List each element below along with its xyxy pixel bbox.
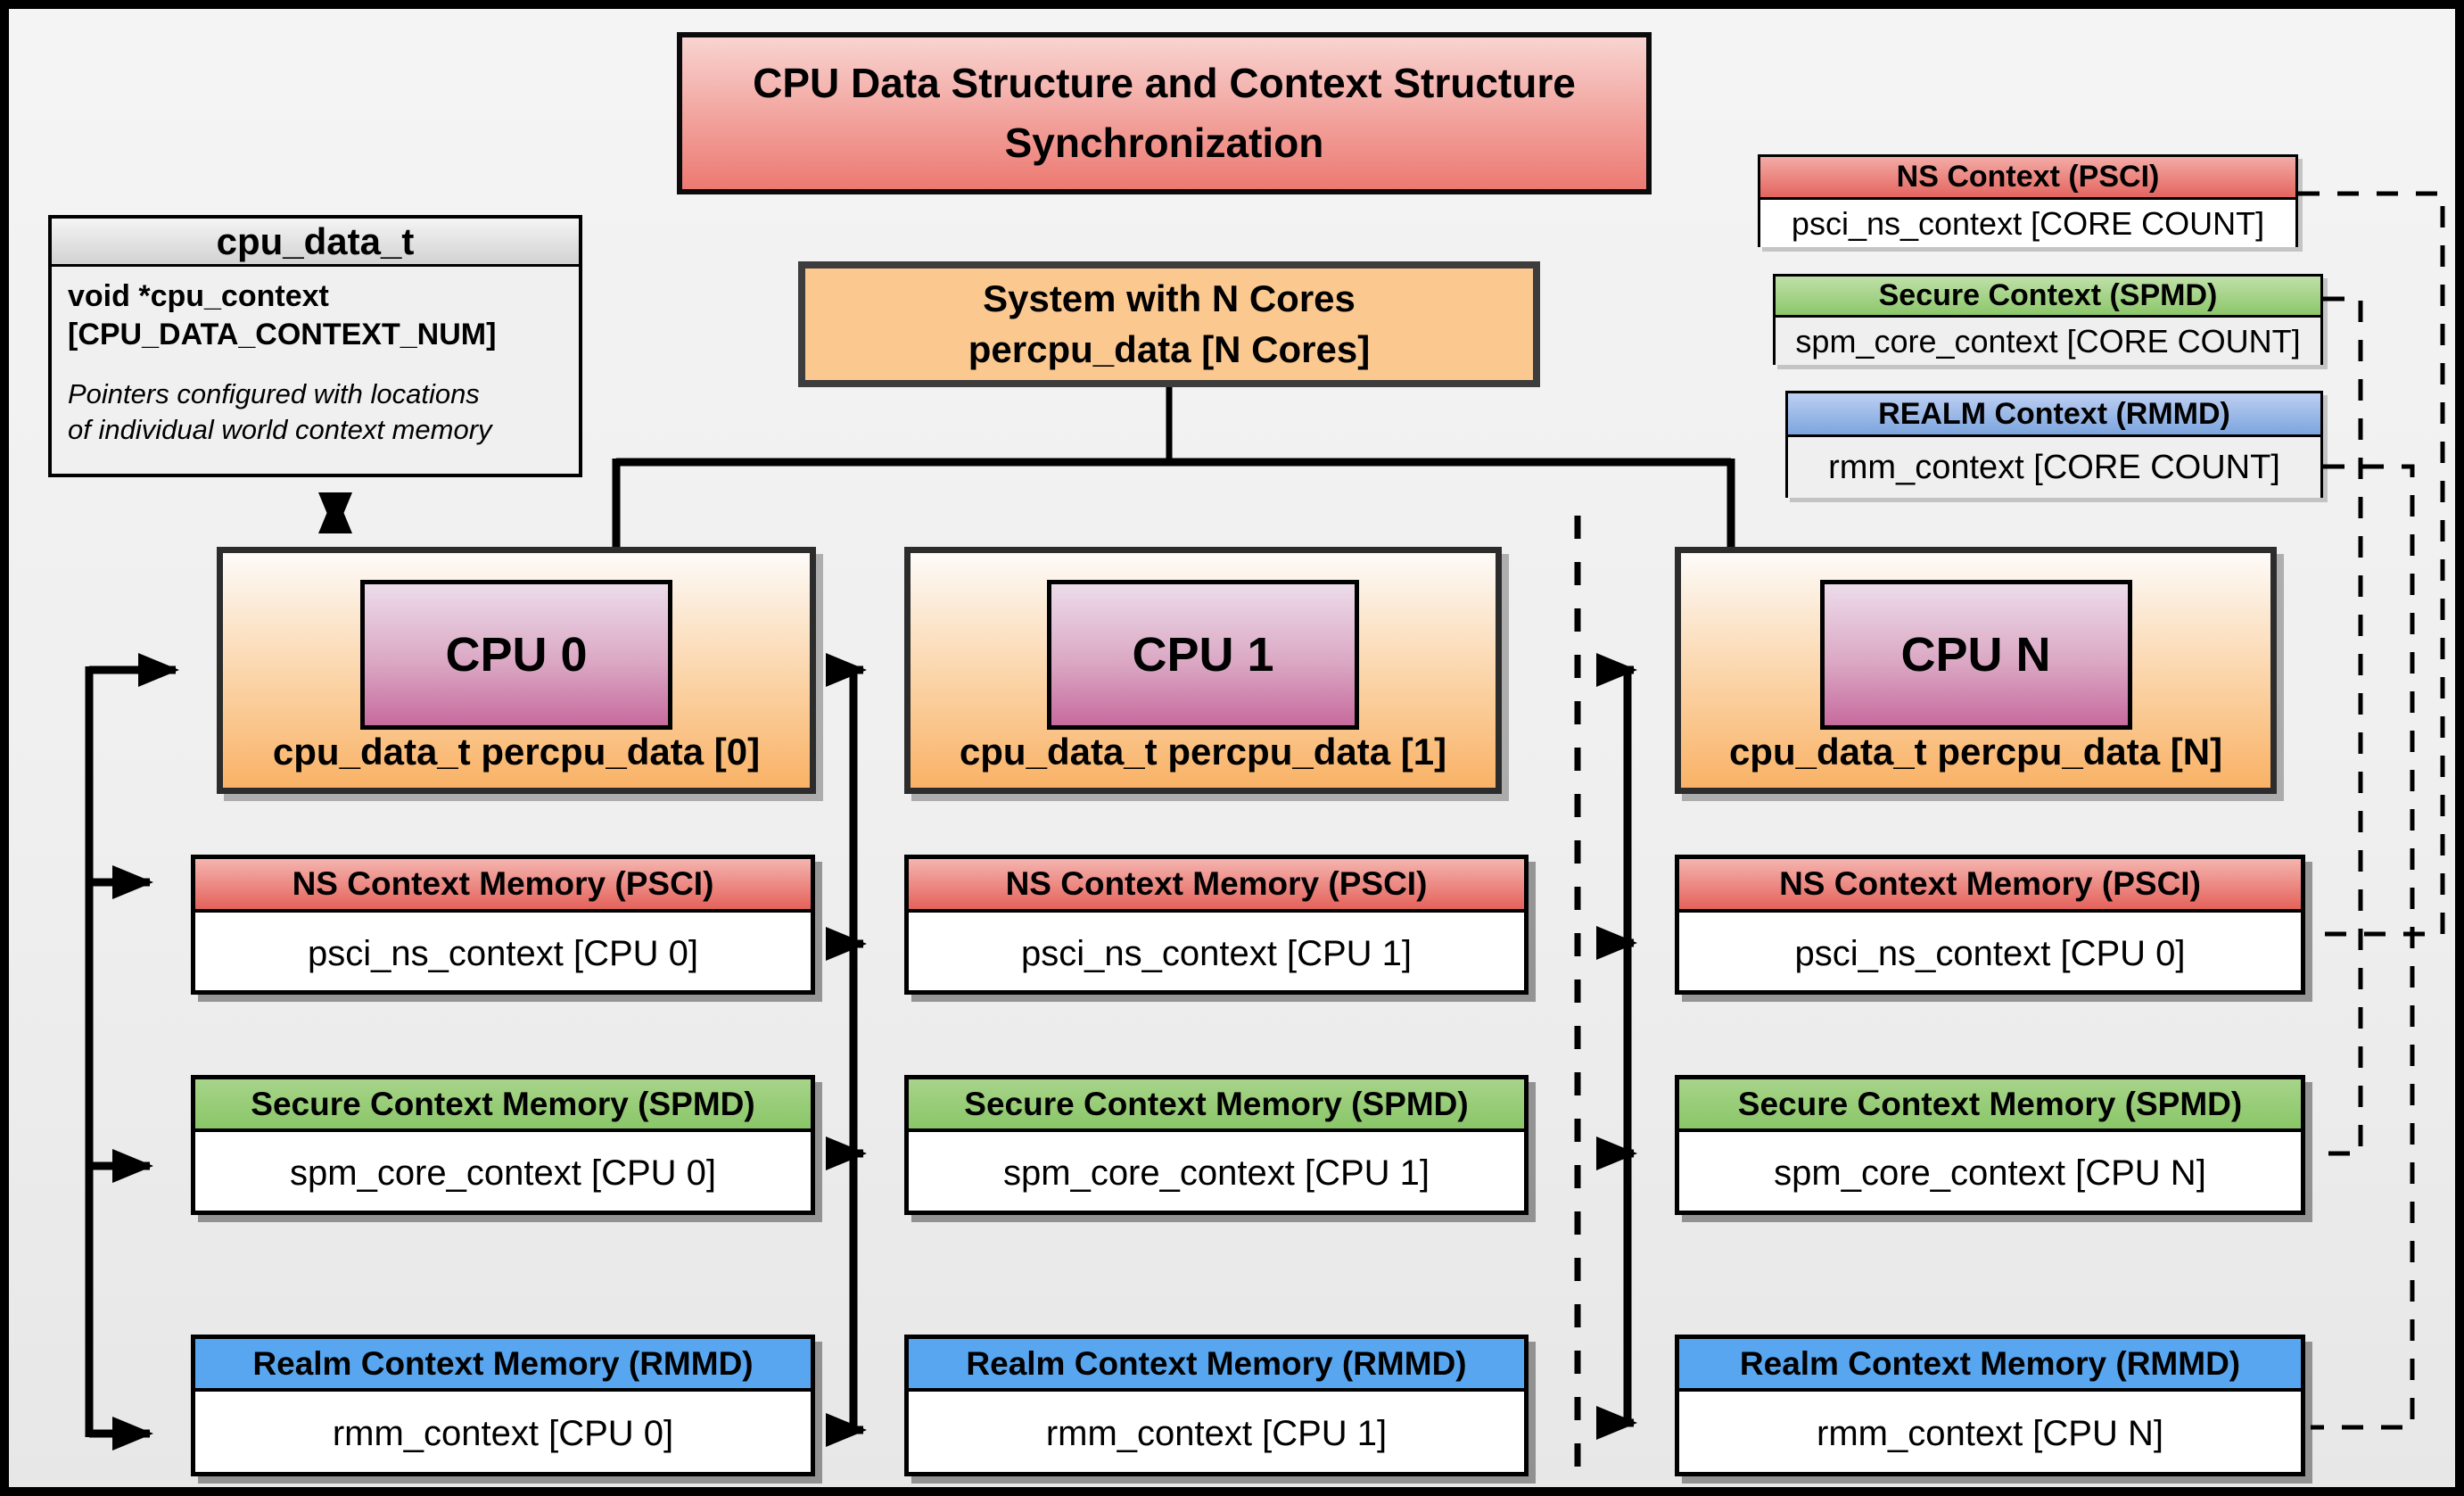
legend-ns-context: NS Context (PSCI) psci_ns_context [CORE …: [1758, 154, 2298, 247]
cpuN-secure-body: spm_core_context [CPU N]: [1774, 1153, 2206, 1193]
cpu1-realm-context-memory: Realm Context Memory (RMMD) rmm_context …: [904, 1335, 1529, 1476]
legend-secure-context: Secure Context (SPMD) spm_core_context […: [1773, 274, 2323, 365]
struct-field-line1: void *cpu_context: [68, 279, 329, 313]
cpu0-realm-header: Realm Context Memory (RMMD): [195, 1339, 811, 1392]
cpuN-ns-header: NS Context Memory (PSCI): [1679, 859, 2301, 913]
legend-realm-context: REALM Context (RMMD) rmm_context [CORE C…: [1785, 391, 2323, 498]
cpu-data-t-struct-box: cpu_data_t void *cpu_context [CPU_DATA_C…: [48, 215, 582, 477]
system-line-1: System with N Cores: [983, 277, 1356, 319]
struct-field-line2: [CPU_DATA_CONTEXT_NUM]: [68, 317, 497, 351]
cpu1-box: CPU 1 cpu_data_t percpu_data [1]: [904, 547, 1502, 794]
cpu1-secure-header: Secure Context Memory (SPMD): [909, 1079, 1524, 1132]
struct-body: void *cpu_context [CPU_DATA_CONTEXT_NUM]…: [52, 267, 579, 459]
cpuN-data-label: cpu_data_t percpu_data [N]: [1728, 731, 2223, 773]
cpu0-secure-header: Secure Context Memory (SPMD): [195, 1079, 811, 1132]
cpuN-trunk: [1596, 653, 1637, 1440]
cpuN-secure-header: Secure Context Memory (SPMD): [1679, 1079, 2301, 1132]
cpuN-realm-header: Realm Context Memory (RMMD): [1679, 1339, 2301, 1392]
title-line-2: Synchronization: [1004, 120, 1324, 166]
cpu0-ns-header: NS Context Memory (PSCI): [195, 859, 811, 913]
cpu1-realm-header: Realm Context Memory (RMMD): [909, 1339, 1524, 1392]
system-line-2: percpu_data [N Cores]: [968, 327, 1371, 370]
cpu1-data-label: cpu_data_t percpu_data [1]: [959, 731, 1447, 773]
diagram-title: CPU Data Structure and Context Structure…: [677, 32, 1652, 194]
cpu1-ns-body: psci_ns_context [CPU 1]: [1021, 933, 1412, 973]
cpu0-ns-body: psci_ns_context [CPU 0]: [308, 933, 698, 973]
cpuN-secure-context-memory: Secure Context Memory (SPMD) spm_core_co…: [1675, 1075, 2305, 1215]
cpu0-ns-context-memory: NS Context Memory (PSCI) psci_ns_context…: [191, 855, 815, 995]
cpu1-ns-context-memory: NS Context Memory (PSCI) psci_ns_context…: [904, 855, 1529, 995]
cpu0-secure-context-memory: Secure Context Memory (SPMD) spm_core_co…: [191, 1075, 815, 1215]
cpuN-realm-body: rmm_context [CPU N]: [1817, 1414, 2163, 1453]
cpu1-secure-context-memory: Secure Context Memory (SPMD) spm_core_co…: [904, 1075, 1529, 1215]
system-box: System with N Cores percpu_data [N Cores…: [798, 261, 1540, 387]
cpu1-secure-body: spm_core_context [CPU 1]: [1003, 1153, 1430, 1193]
struct-note: Pointers configured with locations of in…: [68, 376, 563, 449]
cpu0-realm-context-memory: Realm Context Memory (RMMD) rmm_context …: [191, 1335, 815, 1476]
title-line-1: CPU Data Structure and Context Structure: [753, 60, 1576, 107]
cpu0-box: CPU 0 cpu_data_t percpu_data [0]: [217, 547, 816, 794]
cpu0-secure-body: spm_core_context [CPU 0]: [290, 1153, 716, 1193]
cpu0-data-label: cpu_data_t percpu_data [0]: [272, 731, 761, 773]
cpu0-chip: CPU 0: [360, 580, 672, 730]
struct-header: cpu_data_t: [52, 219, 579, 267]
cpuN-ns-body: psci_ns_context [CPU 0]: [1794, 933, 2186, 973]
struct-note-line1: Pointers configured with locations: [68, 378, 480, 409]
cpu1-ns-header: NS Context Memory (PSCI): [909, 859, 1524, 913]
cpu1-chip: CPU 1: [1047, 580, 1359, 730]
cpu0-trunk: [85, 653, 179, 1451]
realm-legend-dashed-connector: [2311, 464, 2415, 1430]
legend-ns-header: NS Context (PSCI): [1760, 157, 2295, 200]
cpu1-realm-body: rmm_context [CPU 1]: [1045, 1414, 1388, 1453]
cpuN-box: CPU N cpu_data_t percpu_data [N]: [1675, 547, 2277, 794]
cpuN-chip: CPU N: [1819, 580, 2132, 730]
cpuN-ns-context-memory: NS Context Memory (PSCI) psci_ns_context…: [1675, 855, 2305, 995]
struct-note-line2: of individual world context memory: [68, 414, 492, 446]
legend-secure-header: Secure Context (SPMD): [1776, 277, 2320, 318]
cpuN-realm-context-memory: Realm Context Memory (RMMD) rmm_context …: [1675, 1335, 2305, 1476]
cpu0-realm-body: rmm_context [CPU 0]: [332, 1414, 674, 1453]
legend-secure-body: spm_core_context [CORE COUNT]: [1776, 318, 2320, 365]
legend-ns-body: psci_ns_context [CORE COUNT]: [1760, 200, 2295, 247]
cpu1-trunk: [826, 653, 867, 1447]
legend-realm-header: REALM Context (RMMD): [1788, 393, 2320, 437]
legend-realm-body: rmm_context [CORE COUNT]: [1788, 437, 2320, 498]
